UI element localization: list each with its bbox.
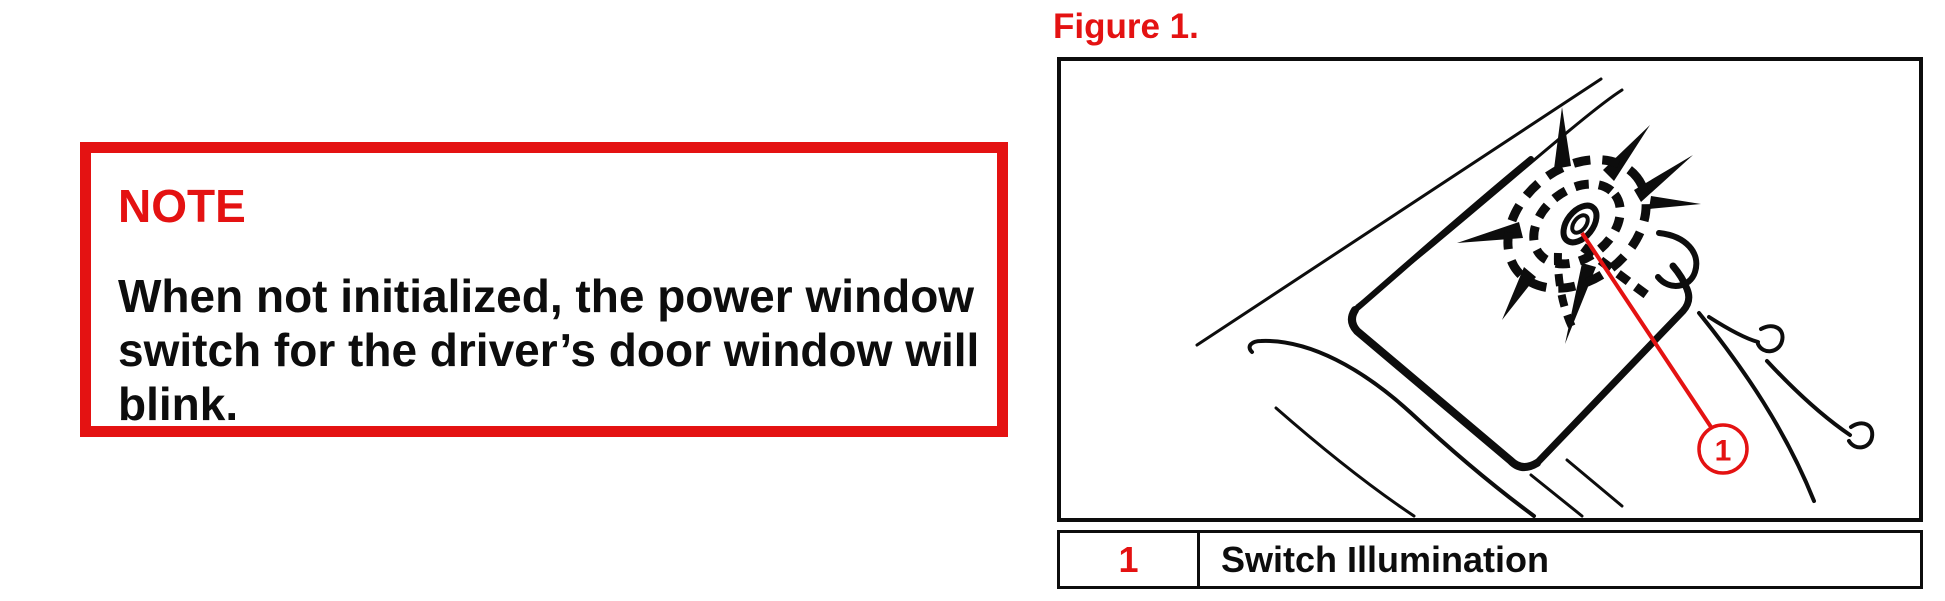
switch-knob: [1560, 202, 1600, 246]
callout-number: 1: [1715, 435, 1732, 468]
callout-leader-line: [1580, 231, 1713, 429]
figure-box: 1: [1057, 57, 1923, 522]
note-title: NOTE: [118, 180, 246, 232]
note-body-line-3: blink.: [118, 378, 239, 430]
note-body-line-2: switch for the driver’s door window will: [118, 324, 980, 376]
note-body: When not initialized, the power window s…: [118, 269, 979, 431]
callout-1: 1: [1580, 231, 1749, 475]
legend-table: 1 Switch Illumination: [1057, 530, 1923, 589]
figure-drawing: 1: [1195, 77, 1875, 518]
door-panel-lines: [1195, 77, 1875, 518]
callout-circle: [1697, 423, 1749, 475]
legend-row-number: 1: [1060, 533, 1200, 586]
legend-row-label: Switch Illumination: [1221, 538, 1550, 580]
note-box: NOTE When not initialized, the power win…: [80, 142, 1008, 437]
figure-label: Figure 1.: [1053, 7, 1199, 46]
note-body-line-1: When not initialized, the power window: [118, 270, 975, 322]
